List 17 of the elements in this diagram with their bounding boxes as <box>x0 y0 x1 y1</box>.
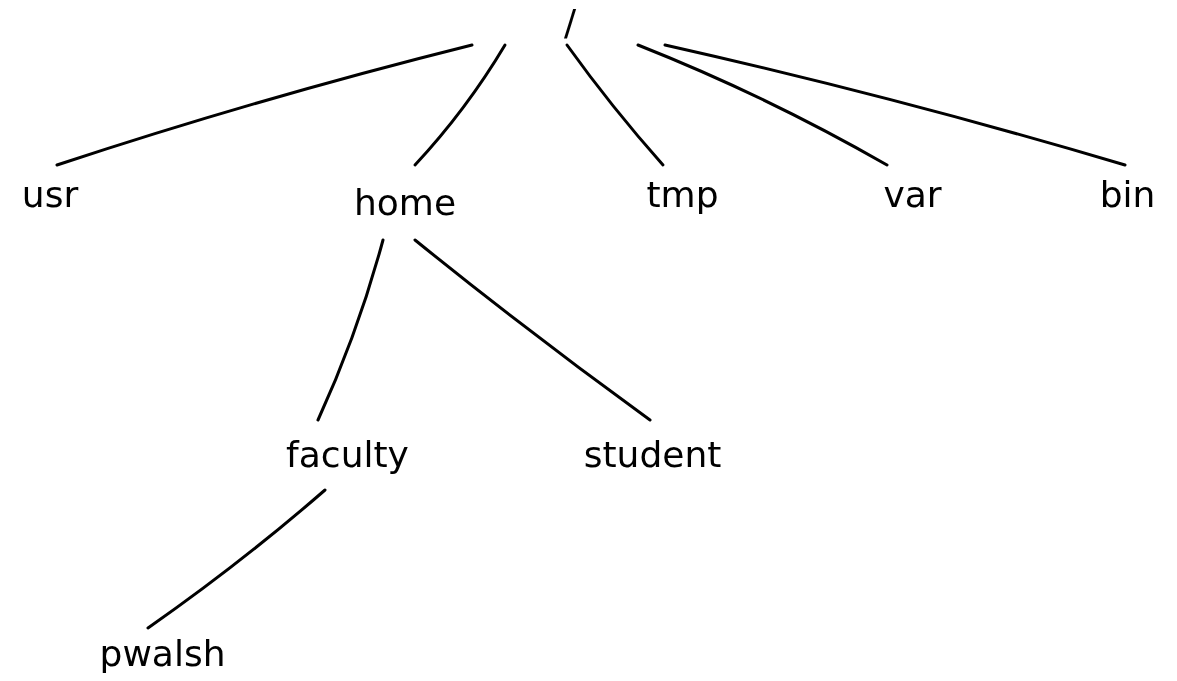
tree-branch-line <box>316 238 385 422</box>
tree-branch-line <box>146 488 327 630</box>
directory-name: bin <box>1099 177 1156 213</box>
directory-name: student <box>583 437 722 473</box>
directory-name: pwalsh <box>99 636 226 672</box>
directory-name: / <box>563 4 577 41</box>
tree-branch-line <box>55 43 474 167</box>
tree-branch-line <box>413 43 507 167</box>
tree-branch-line <box>663 43 1127 167</box>
directory-name: tmp <box>646 177 719 213</box>
directory-name: home <box>353 184 457 221</box>
directory-name: var <box>883 177 942 213</box>
directory-name: usr <box>21 177 79 213</box>
tree-branch-line <box>413 238 652 422</box>
tree-branch-line <box>636 43 889 167</box>
directory-name: faculty <box>286 437 409 473</box>
tree-branch-line <box>565 43 665 167</box>
